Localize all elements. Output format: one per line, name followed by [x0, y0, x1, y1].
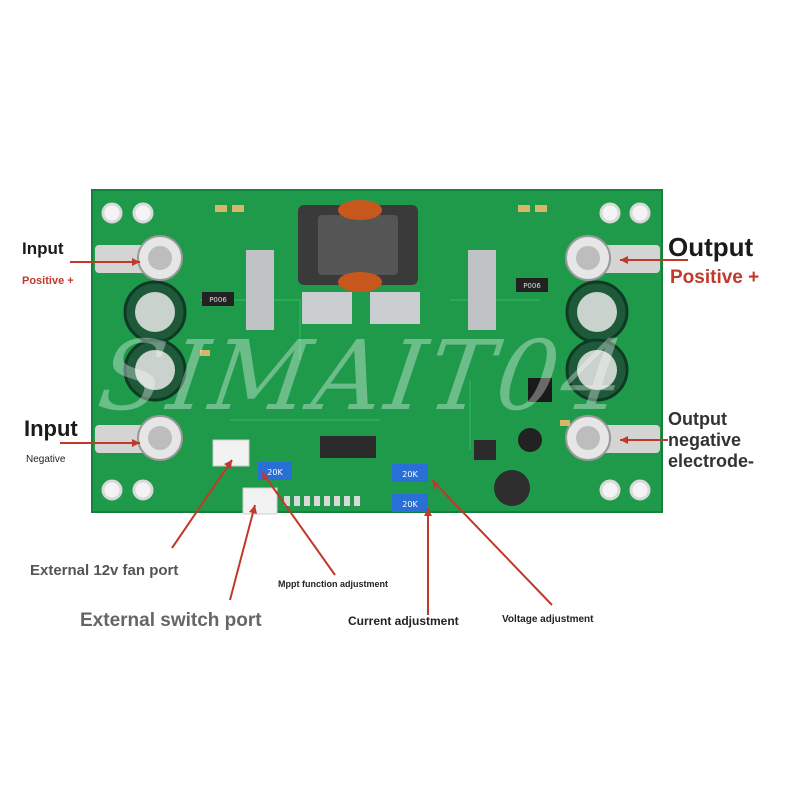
- fan-port-label: External 12v fan port: [30, 562, 179, 579]
- power-inductor: [298, 200, 418, 292]
- output-positive-title: Output: [668, 232, 754, 262]
- input-negative-sub: Negative: [26, 454, 66, 465]
- current-potentiometer: 20K: [392, 464, 428, 482]
- mppt-pointer: [261, 471, 336, 576]
- terminal-input-positive: [95, 235, 183, 281]
- voltage-potentiometer: 20K: [392, 494, 428, 512]
- chip-mark-1: P006: [209, 296, 227, 304]
- pot-mark-mppt: 20K: [267, 468, 283, 477]
- pot-mark-current: 20K: [402, 470, 418, 479]
- watermark: SIMAIT04: [92, 320, 636, 432]
- output-negative-line2: negative: [668, 430, 742, 450]
- output-positive-sub: Positive +: [670, 267, 760, 288]
- switch-port-pointer: [229, 504, 256, 601]
- mounting-holes: [101, 202, 651, 501]
- terminal-output-negative: [565, 415, 660, 461]
- capacitors-right: [565, 280, 629, 402]
- input-negative-title: Input: [24, 416, 78, 441]
- fan-port-pointer: [171, 459, 233, 549]
- capacitors-left: [123, 280, 187, 402]
- voltage-adjustment-label: Voltage adjustment: [502, 614, 594, 625]
- current-adjustment-label: Current adjustment: [348, 614, 459, 628]
- mppt-label: Mppt function adjustment: [278, 579, 388, 589]
- output-negative-line1: Output: [668, 409, 727, 429]
- voltage-pointer: [431, 479, 553, 606]
- switch-port-connector: [242, 487, 278, 515]
- pot-mark-voltage: 20K: [402, 500, 418, 509]
- input-positive-sub: Positive +: [22, 275, 74, 287]
- terminal-input-negative: [95, 415, 183, 461]
- output-negative-line3: electrode-: [668, 451, 755, 471]
- switch-port-label: External switch port: [80, 610, 262, 631]
- input-positive-title: Input: [22, 239, 64, 258]
- chip-mark-2: P006: [523, 282, 541, 290]
